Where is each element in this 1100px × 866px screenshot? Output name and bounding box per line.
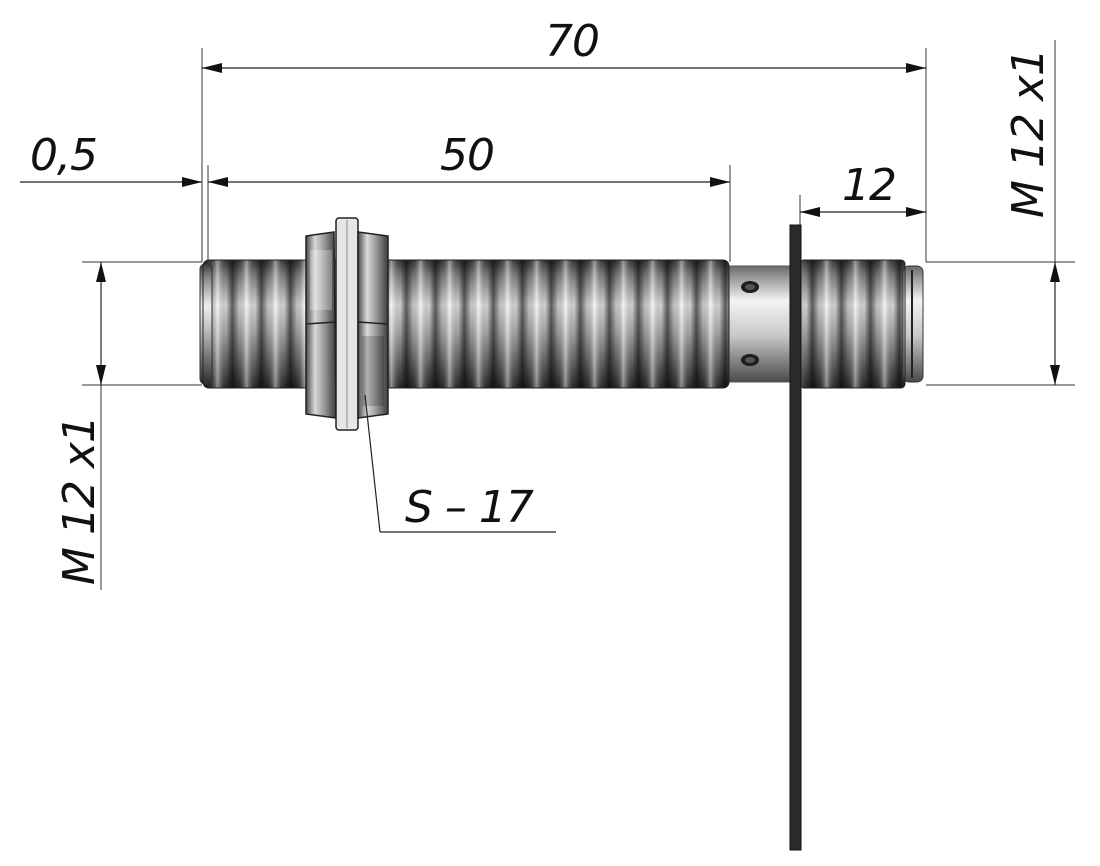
cable — [789, 224, 802, 851]
threaded-length-label: 50 — [440, 130, 494, 181]
wrench-size-callout: S – 17 — [364, 394, 556, 533]
gap-label: 0,5 — [30, 130, 97, 181]
overall-length-label: 70 — [545, 16, 599, 67]
dimension-gap: 0,5 — [20, 130, 202, 187]
dimension-rear-thread: 12 — [800, 160, 926, 217]
mounting-nut-assembly — [305, 217, 389, 431]
thread-rear-label: M 12 x1 — [1003, 49, 1054, 218]
rear-thread-label: 12 — [842, 160, 896, 211]
dimension-overall-length: 70 — [202, 16, 926, 73]
dimension-thread-rear: M 12 x1 — [1003, 40, 1060, 385]
thread-front-label: M 12 x1 — [54, 416, 105, 585]
dimension-thread-front: M 12 x1 — [54, 262, 106, 590]
dimension-threaded-length: 50 — [208, 130, 730, 187]
wrench-size-label: S – 17 — [405, 482, 534, 533]
